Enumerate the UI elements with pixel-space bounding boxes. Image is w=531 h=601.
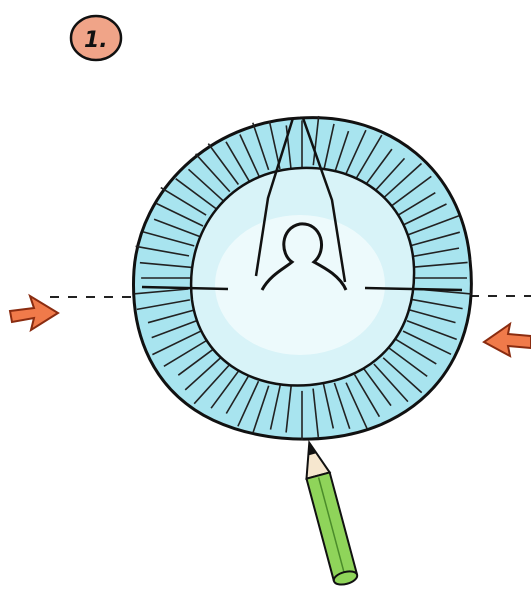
arrow-left-icon: [484, 324, 531, 356]
inner-glow: [215, 215, 385, 355]
step-badge: 1.: [71, 16, 121, 60]
ring-diagram: [134, 116, 472, 440]
step-badge-label: 1.: [84, 28, 108, 53]
pencil-icon: [298, 440, 359, 587]
arrow-right-icon: [10, 296, 58, 330]
